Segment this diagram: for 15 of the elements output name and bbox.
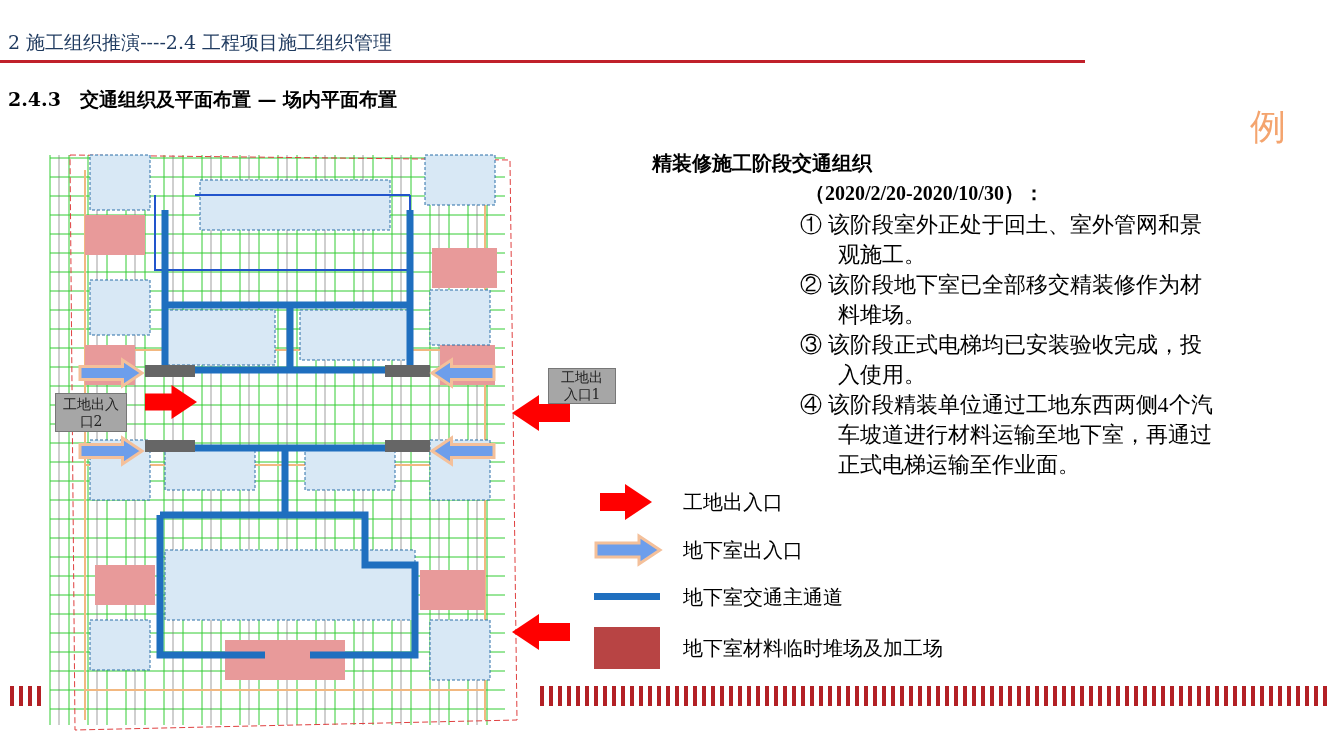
- legend-label: 地下室出入口: [683, 538, 803, 563]
- list-item: ② 该阶段地下室已全部移交精装修作为材料堆场。: [800, 271, 1203, 329]
- date-range: （2020/2/20-2020/10/30）：: [805, 181, 1044, 206]
- list-item: ③ 该阶段正式电梯均已安装验收完成，投入使用。: [800, 331, 1203, 389]
- legend-label: 地下室材料临时堆场及加工场: [683, 636, 943, 661]
- legend-label: 工地出入口: [683, 490, 783, 515]
- legend-label: 地下室交通主通道: [683, 585, 843, 610]
- gate-label-box: 工地出入口2: [55, 393, 127, 432]
- list-item: ④ 该阶段精装单位通过工地东西两侧4个汽车坡道进行材料运输至地下室，再通过正式电梯运输至作业面。: [800, 391, 1214, 479]
- list-item: ① 该阶段室外正处于回土、室外管网和景观施工。: [800, 211, 1203, 269]
- page-title: 2 施工组织推演----2.4 工程项目施工组织管理: [8, 30, 393, 55]
- corner-mark: 例: [1250, 105, 1286, 149]
- gate-label-box: 工地出入口1: [548, 368, 616, 404]
- section-heading: 2.4.3 交通组织及平面布置 — 场内平面布置: [8, 87, 398, 112]
- text-heading: 精装修施工阶段交通组织: [652, 150, 872, 177]
